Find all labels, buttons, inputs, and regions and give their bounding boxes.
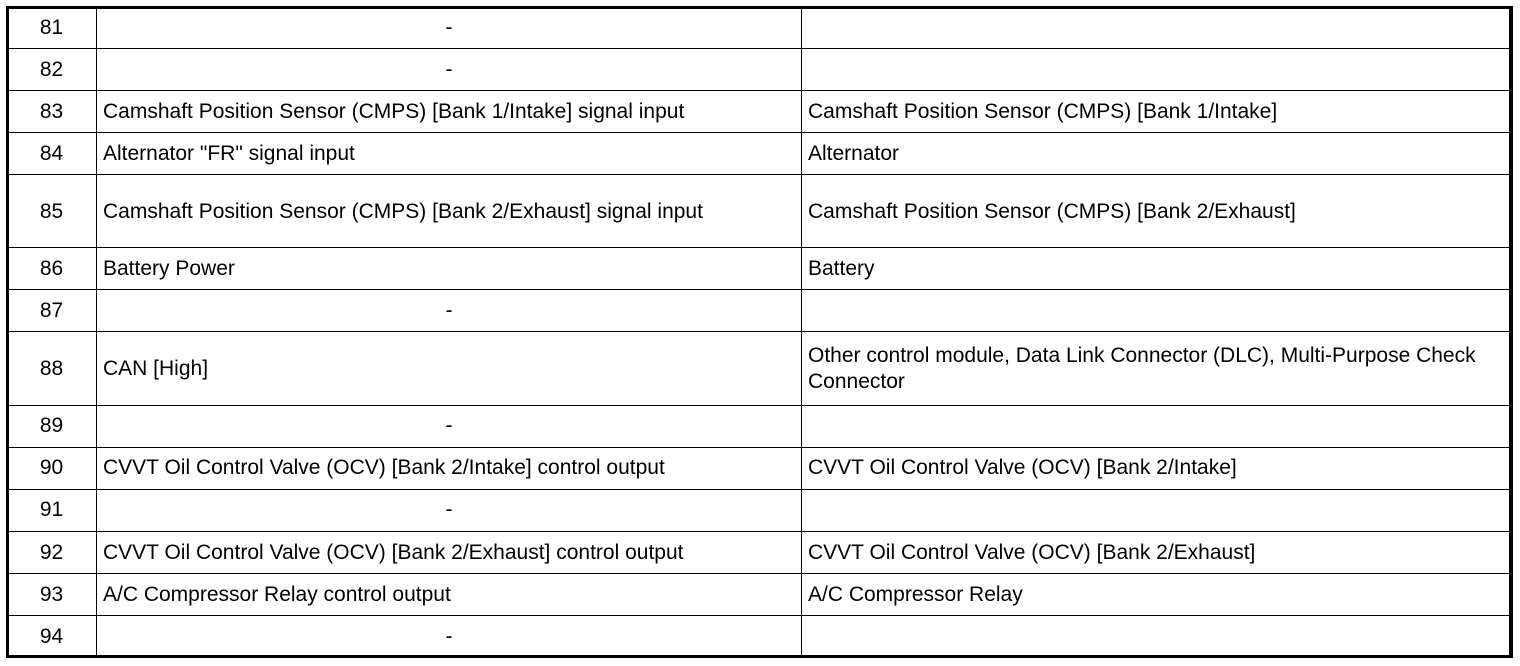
connected-component: Camshaft Position Sensor (CMPS) [Bank 1/… [801,90,1513,134]
pin-description: CVVT Oil Control Valve (OCV) [Bank 2/Int… [96,446,802,490]
pin-number: 91 [6,488,97,532]
pin-number: 90 [6,446,97,490]
pin-description: - [96,5,802,50]
connected-component: CVVT Oil Control Valve (OCV) [Bank 2/Int… [801,446,1513,490]
table-row: 87 - [6,289,1513,333]
pin-description: Camshaft Position Sensor (CMPS) [Bank 2/… [96,174,802,249]
pin-description: CVVT Oil Control Valve (OCV) [Bank 2/Exh… [96,530,802,574]
pin-number: 87 [6,289,97,333]
table-row: 92 CVVT Oil Control Valve (OCV) [Bank 2/… [6,530,1513,574]
connected-component: CVVT Oil Control Valve (OCV) [Bank 2/Exh… [801,530,1513,574]
table-row: 81 - [6,5,1513,50]
table-row: 88 CAN [High] Other control module, Data… [6,331,1513,406]
table-row: 91 - [6,488,1513,532]
connected-component: Battery [801,247,1513,291]
pin-description: Alternator "FR" signal input [96,132,802,176]
pin-number: 82 [6,48,97,92]
connected-component [801,614,1513,659]
pin-number: 86 [6,247,97,291]
pin-number: 85 [6,174,97,249]
pin-number: 84 [6,132,97,176]
table-row: 84 Alternator "FR" signal input Alternat… [6,132,1513,176]
pin-number: 81 [6,5,97,50]
table-row: 89 - [6,404,1513,448]
connected-component: Other control module, Data Link Connecto… [801,331,1513,406]
table-row: 85 Camshaft Position Sensor (CMPS) [Bank… [6,174,1513,249]
connected-component: Alternator [801,132,1513,176]
pin-function-table: 81 - 82 - 83 Camshaft Position Sensor (C… [6,5,1513,659]
pin-description: - [96,614,802,659]
pin-description: A/C Compressor Relay control output [96,572,802,616]
pin-description: Battery Power [96,247,802,291]
connected-component: Camshaft Position Sensor (CMPS) [Bank 2/… [801,174,1513,249]
pin-number: 94 [6,614,97,659]
pin-description: - [96,289,802,333]
connected-component [801,404,1513,448]
table-row: 94 - [6,614,1513,659]
pin-number: 93 [6,572,97,616]
table-row: 82 - [6,48,1513,92]
connected-component [801,488,1513,532]
connected-component [801,5,1513,50]
table-row: 86 Battery Power Battery [6,247,1513,291]
pin-number: 92 [6,530,97,574]
pin-description: CAN [High] [96,331,802,406]
pin-description: Camshaft Position Sensor (CMPS) [Bank 1/… [96,90,802,134]
connected-component: A/C Compressor Relay [801,572,1513,616]
table-row: 83 Camshaft Position Sensor (CMPS) [Bank… [6,90,1513,134]
table-row: 90 CVVT Oil Control Valve (OCV) [Bank 2/… [6,446,1513,490]
pin-number: 83 [6,90,97,134]
pin-description: - [96,488,802,532]
connected-component [801,48,1513,92]
pin-description: - [96,48,802,92]
pin-description: - [96,404,802,448]
table-row: 93 A/C Compressor Relay control output A… [6,572,1513,616]
pin-number: 88 [6,331,97,406]
connected-component [801,289,1513,333]
pin-number: 89 [6,404,97,448]
